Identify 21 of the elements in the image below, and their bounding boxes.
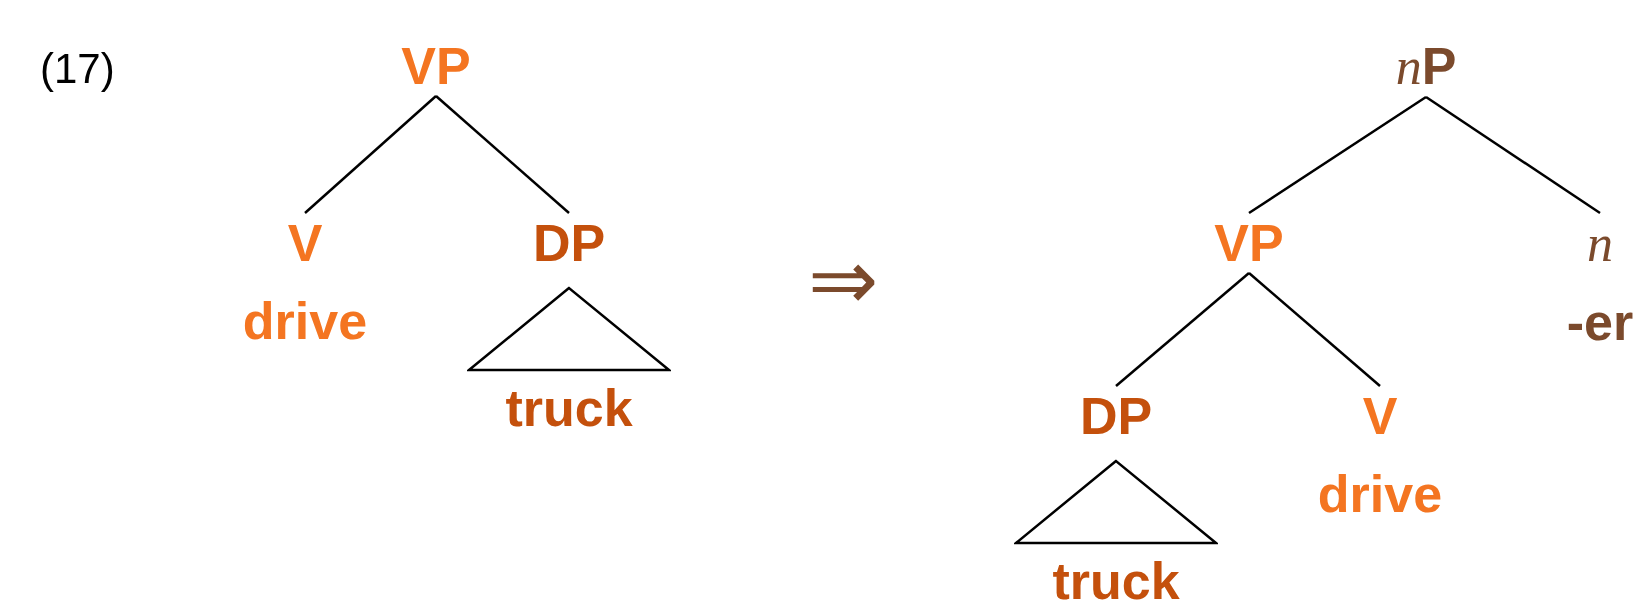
category-label: V [1362,390,1398,442]
word: -er [1566,296,1634,348]
word: truck [1052,555,1180,607]
category-label: V [287,217,323,269]
word: truck [505,382,633,434]
category-label: n [1587,217,1613,270]
word: drive [1317,468,1443,520]
derivation-arrow: ⇒ [808,238,879,322]
branch-line [1248,95,1427,215]
category-label: VP [401,40,471,92]
branch-line [1115,272,1250,387]
branch-line [1248,272,1381,387]
category-label: DP [1079,390,1153,442]
word: drive [242,295,368,347]
branch-line [304,95,437,214]
category-label: DP [532,217,606,269]
category-label: nP [1395,40,1457,93]
branch-line [1425,95,1601,215]
branch-line [435,95,570,214]
category-label: VP [1214,217,1284,269]
example-number: (17) [40,48,115,90]
